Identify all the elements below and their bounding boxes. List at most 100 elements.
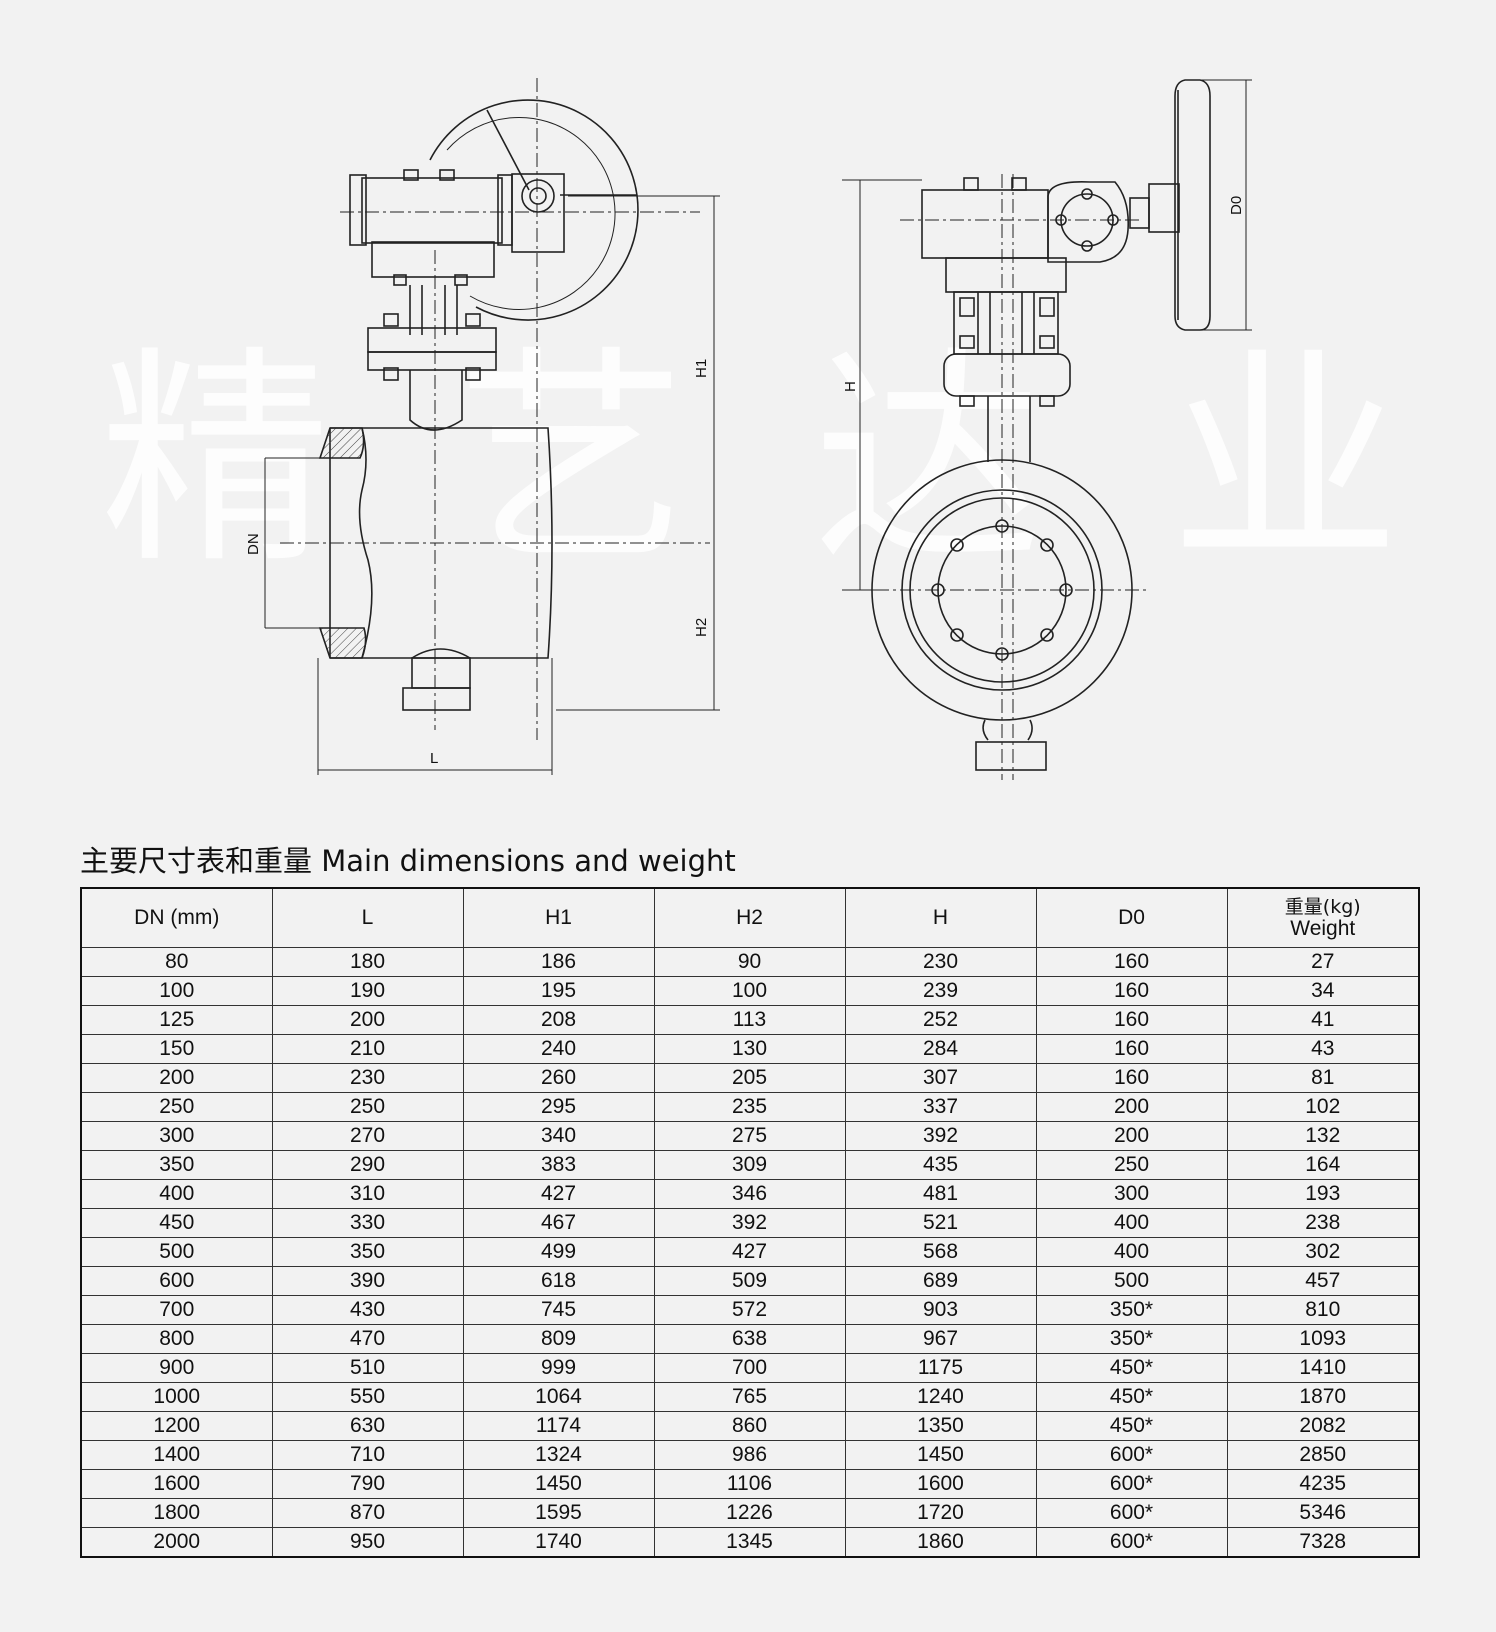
table-cell: 800 [80,1324,273,1354]
table-cell: 1860 [844,1527,1037,1558]
table-cell: 252 [844,1005,1037,1035]
table-cell: 400 [1035,1208,1228,1238]
header-dn: DN (mm) [80,887,273,948]
table-cell: 1870 [1226,1382,1420,1412]
table-cell: 200 [271,1005,464,1035]
table-cell: 383 [462,1150,655,1180]
table-cell: 600* [1035,1469,1228,1499]
table-cell: 300 [80,1121,273,1151]
table-cell: 600 [80,1266,273,1296]
table-cell: 499 [462,1237,655,1267]
table-cell: 307 [844,1063,1037,1093]
watermark: 精艺达业 [100,328,1400,595]
header-weight-cn: 重量(kg) [1284,896,1361,918]
table-cell: 550 [271,1382,464,1412]
table-cell: 160 [1035,1034,1228,1064]
table-header-row: DN (mm) L H1 H2 H D0 重量(kg) Weight [80,887,1420,948]
table-cell: 689 [844,1266,1037,1296]
table-cell: 481 [844,1179,1037,1209]
table-cell: 300 [1035,1179,1228,1209]
table-cell: 239 [844,976,1037,1006]
table-cell: 205 [653,1063,846,1093]
table-cell: 309 [653,1150,846,1180]
header-h: H [844,887,1037,948]
table-cell: 230 [844,947,1037,977]
table-cell: 1345 [653,1527,846,1558]
table-cell: 430 [271,1295,464,1325]
table-cell: 295 [462,1092,655,1122]
table-cell: 80 [80,947,273,977]
table-cell: 510 [271,1353,464,1383]
table-cell: 400 [1035,1237,1228,1267]
table-cell: 450* [1035,1382,1228,1412]
table-cell: 2000 [80,1527,273,1558]
table-cell: 618 [462,1266,655,1296]
table-cell: 235 [653,1092,846,1122]
table-cell: 260 [462,1063,655,1093]
table-cell: 240 [462,1034,655,1064]
table-cell: 1720 [844,1498,1037,1528]
table-cell: 34 [1226,976,1420,1006]
table-cell: 745 [462,1295,655,1325]
table-cell: 457 [1226,1266,1420,1296]
table-cell: 130 [653,1034,846,1064]
table-cell: 275 [653,1121,846,1151]
table-cell: 1450 [844,1440,1037,1470]
table-cell: 102 [1226,1092,1420,1122]
valve-drawing: 精艺达业 [100,78,1400,780]
table-cell: 210 [271,1034,464,1064]
table-cell: 999 [462,1353,655,1383]
table-cell: 200 [1035,1092,1228,1122]
table-cell: 638 [653,1324,846,1354]
table-cell: 600* [1035,1527,1228,1558]
table-cell: 521 [844,1208,1037,1238]
table-cell: 2850 [1226,1440,1420,1470]
table-cell: 208 [462,1005,655,1035]
table-cell: 900 [80,1353,273,1383]
table-cell: 250 [80,1092,273,1122]
table-cell: 600* [1035,1498,1228,1528]
table-cell: 710 [271,1440,464,1470]
table-cell: 302 [1226,1237,1420,1267]
table-cell: 903 [844,1295,1037,1325]
table-cell: 1600 [80,1469,273,1499]
table-cell: 284 [844,1034,1037,1064]
table-cell: 132 [1226,1121,1420,1151]
table-cell: 350 [80,1150,273,1180]
table-cell: 392 [653,1208,846,1238]
table-cell: 164 [1226,1150,1420,1180]
table-cell: 1400 [80,1440,273,1470]
table-cell: 600* [1035,1440,1228,1470]
table-cell: 500 [1035,1266,1228,1296]
table-cell: 160 [1035,947,1228,977]
table-cell: 193 [1226,1179,1420,1209]
table-cell: 186 [462,947,655,977]
table-cell: 350* [1035,1295,1228,1325]
table-cell: 700 [653,1353,846,1383]
table-cell: 200 [80,1063,273,1093]
table-cell: 5346 [1226,1498,1420,1528]
table-cell: 1226 [653,1498,846,1528]
header-h2: H2 [653,887,846,948]
table-cell: 450* [1035,1353,1228,1383]
side-view [842,79,1252,780]
table-cell: 200 [1035,1121,1228,1151]
table-cell: 1324 [462,1440,655,1470]
table-cell: 1450 [462,1469,655,1499]
front-view [264,78,720,775]
table-cell: 860 [653,1411,846,1441]
table-cell: 250 [271,1092,464,1122]
table-cell: 1800 [80,1498,273,1528]
table-cell: 390 [271,1266,464,1296]
header-h1: H1 [462,887,655,948]
label-l: L [430,750,438,767]
label-d0: D0 [1228,196,1245,215]
